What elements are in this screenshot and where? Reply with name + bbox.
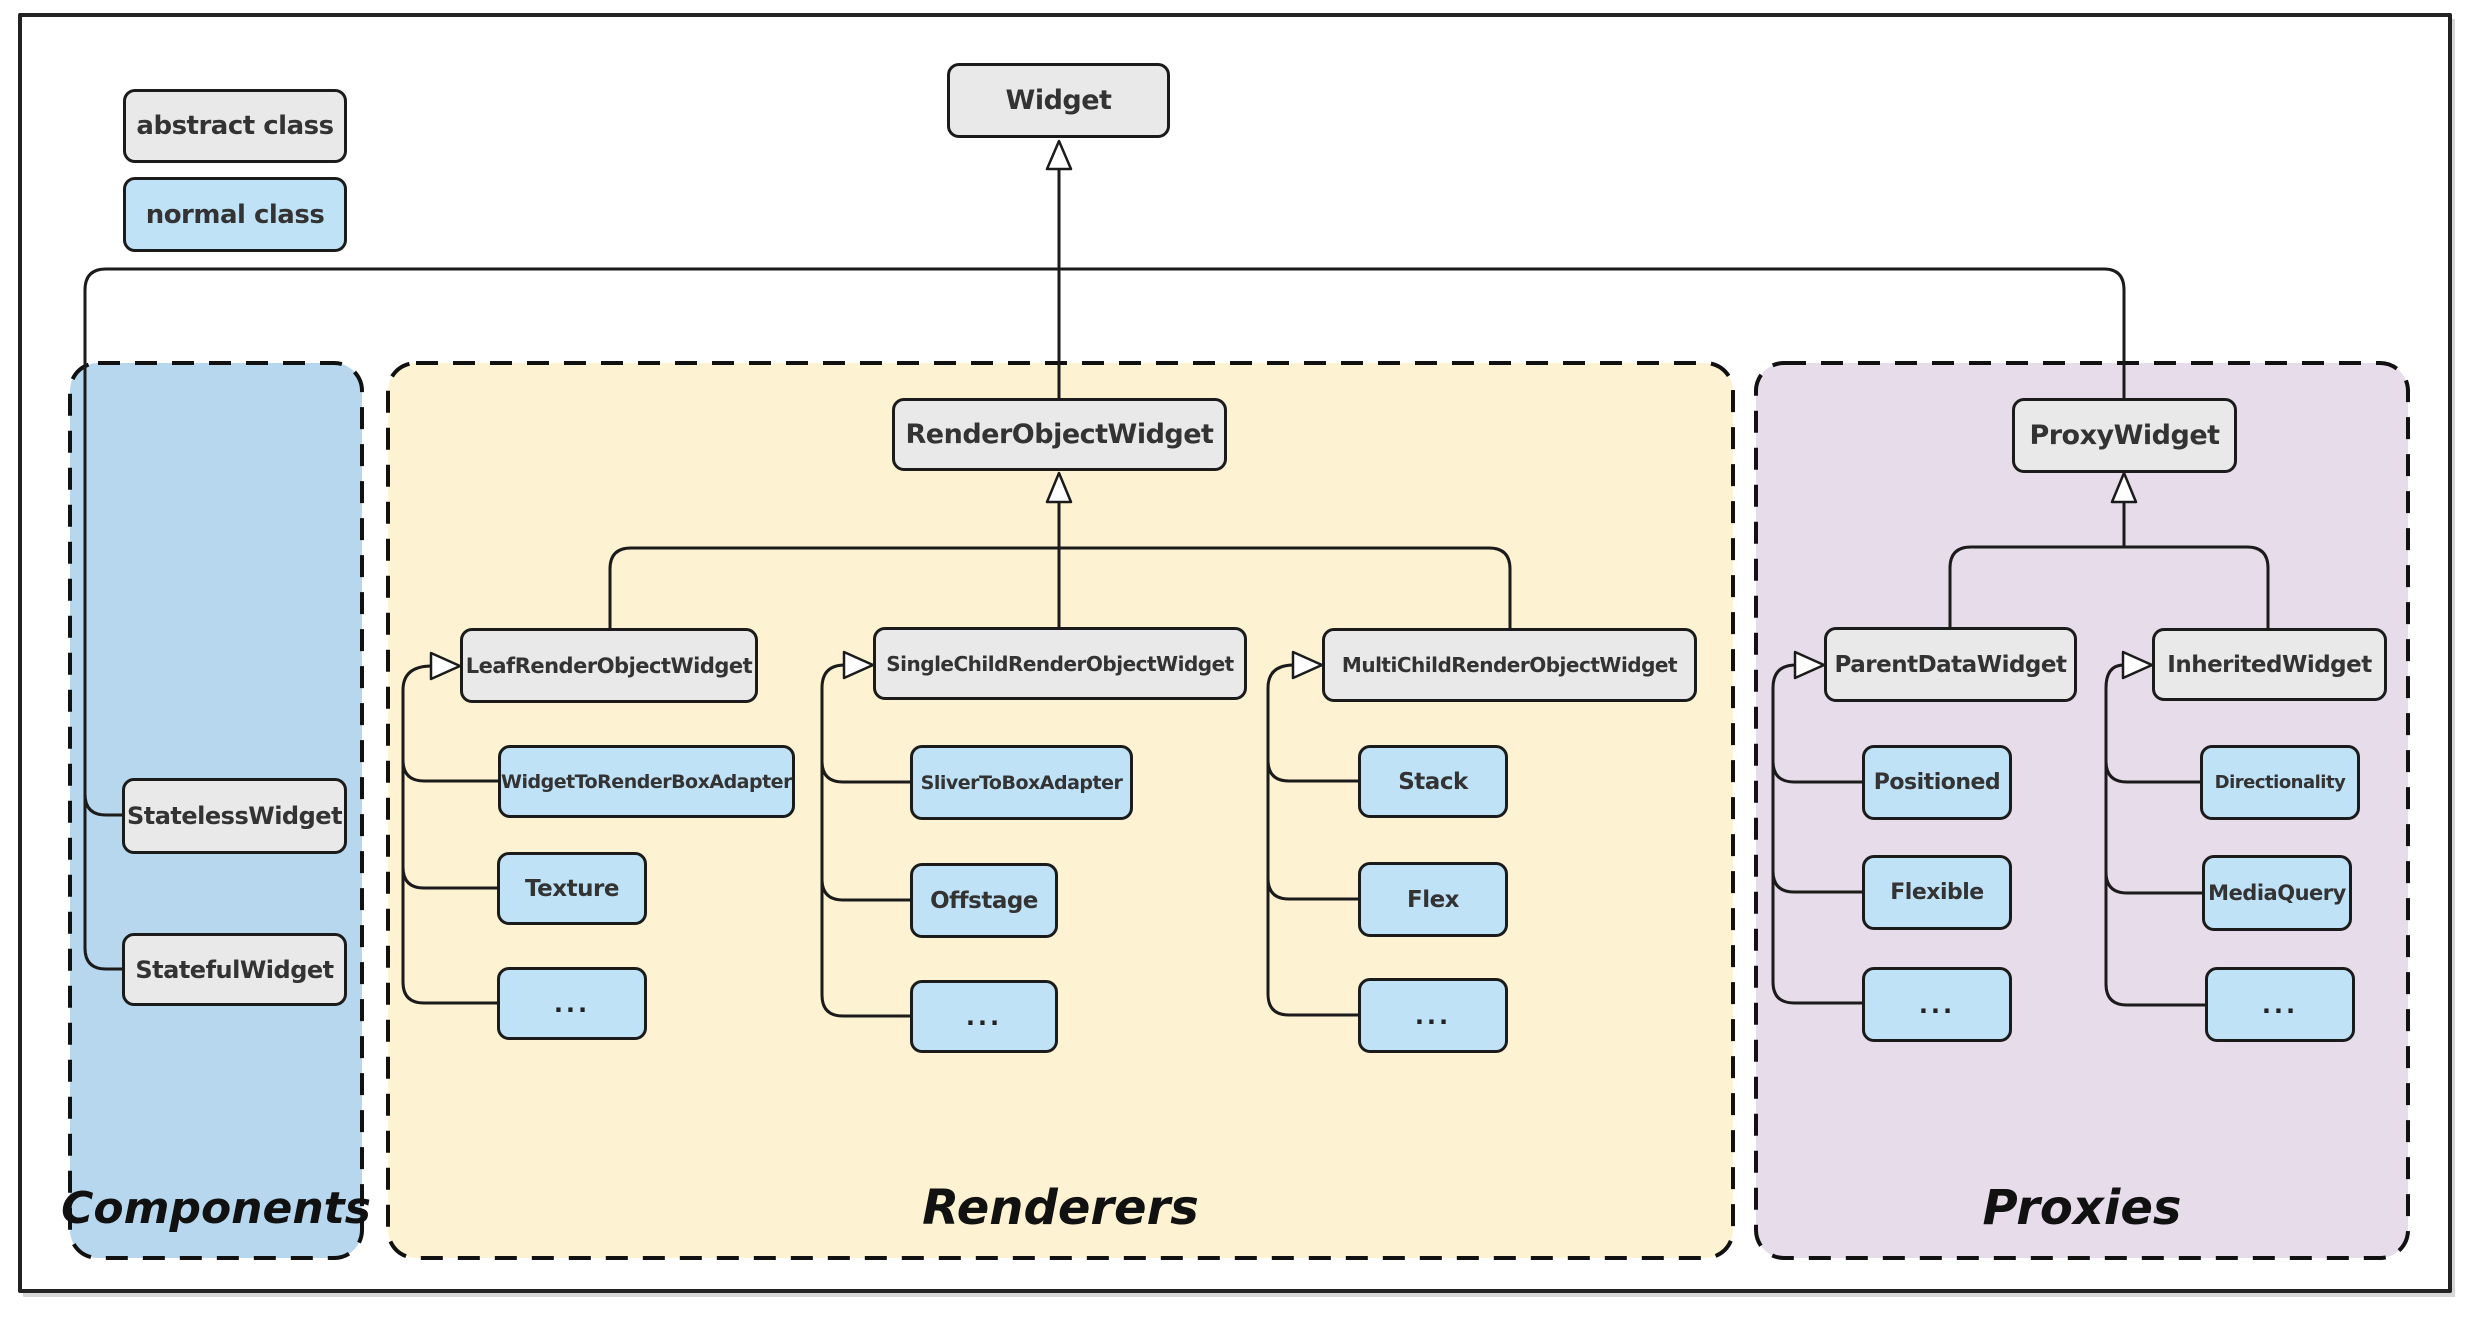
node-leaf-ellipsis: ... bbox=[497, 967, 647, 1040]
node-inheritedwidget: InheritedWidget bbox=[2152, 628, 2387, 701]
node-leafrenderobjectwidget: LeafRenderObjectWidget bbox=[460, 628, 758, 703]
node-proxywidget: ProxyWidget bbox=[2012, 398, 2237, 473]
node-single-ellipsis: ... bbox=[910, 980, 1058, 1053]
legend-normal-class: normal class bbox=[123, 177, 347, 252]
single-child1-line bbox=[820, 759, 912, 784]
node-singlechildrenderobjectwidget: SingleChildRenderObjectWidget bbox=[873, 627, 1247, 700]
leaf-spine-line bbox=[401, 664, 499, 1005]
leaf-child2-line bbox=[401, 865, 499, 890]
parentdata-child2-line bbox=[1771, 869, 1864, 894]
node-flexible: Flexible bbox=[1862, 855, 2012, 930]
node-statefulwidget: StatefulWidget bbox=[122, 933, 347, 1006]
node-multi-ellipsis: ... bbox=[1358, 978, 1508, 1053]
outer-frame bbox=[18, 13, 2452, 1293]
inheritance-arrows bbox=[429, 139, 2154, 681]
stateless-branch-line bbox=[83, 792, 124, 817]
single-spine-line bbox=[820, 663, 912, 1018]
node-slivertoboxadapter: SliverToBoxAdapter bbox=[910, 745, 1133, 820]
arrow-to-parentdatawidget-icon bbox=[1793, 650, 1826, 680]
arrow-to-widget-icon bbox=[1045, 139, 1073, 171]
leaf-child1-line bbox=[401, 758, 500, 783]
renderers-branch-line bbox=[608, 546, 1512, 630]
components-spine-line bbox=[83, 288, 124, 971]
inherited-spine-line bbox=[2104, 663, 2207, 1007]
connectors bbox=[83, 167, 2270, 1018]
parentdata-child1-line bbox=[1771, 759, 1864, 784]
multi-spine-line bbox=[1266, 663, 1360, 1017]
parentdata-spine-line bbox=[1771, 663, 1864, 1005]
node-renderobjectwidget: RenderObjectWidget bbox=[892, 398, 1227, 471]
node-widget: Widget bbox=[947, 63, 1170, 138]
multi-child2-line bbox=[1266, 876, 1360, 901]
node-widgettorenderboxadapter: WidgetToRenderBoxAdapter bbox=[498, 745, 795, 818]
arrow-to-leafrenderobjectwidget-icon bbox=[429, 651, 462, 681]
node-parentdata-ellipsis: ... bbox=[1862, 967, 2012, 1042]
arrow-to-singlechildrenderobjectwidget-icon bbox=[842, 650, 875, 680]
top-branch-line bbox=[83, 267, 2126, 400]
node-mediaquery: MediaQuery bbox=[2202, 855, 2352, 931]
node-positioned: Positioned bbox=[1862, 745, 2012, 820]
node-directionality: Directionality bbox=[2200, 745, 2360, 820]
arrow-to-multichildrenderobjectwidget-icon bbox=[1291, 650, 1324, 680]
single-child2-line bbox=[820, 877, 912, 902]
proxies-section-label: Proxies bbox=[1982, 1180, 2182, 1236]
node-parentdatawidget: ParentDataWidget bbox=[1824, 627, 2077, 702]
node-offstage: Offstage bbox=[910, 863, 1058, 938]
node-multichildrenderobjectwidget: MultiChildRenderObjectWidget bbox=[1322, 628, 1697, 702]
multi-child1-line bbox=[1266, 758, 1360, 783]
renderers-section-label: Renderers bbox=[922, 1180, 1199, 1236]
legend-abstract-class: abstract class bbox=[123, 89, 347, 163]
node-flex: Flex bbox=[1358, 862, 1508, 937]
arrow-to-renderobjectwidget-icon bbox=[1045, 471, 1073, 504]
inherited-child1-line bbox=[2104, 759, 2202, 784]
arrow-to-proxywidget-icon bbox=[2110, 471, 2138, 504]
node-stack: Stack bbox=[1358, 745, 1508, 818]
node-statelesswidget: StatelessWidget bbox=[122, 778, 347, 854]
proxies-branch-line bbox=[1948, 545, 2270, 630]
node-texture: Texture bbox=[497, 852, 647, 925]
arrow-to-inheritedwidget-icon bbox=[2121, 650, 2154, 680]
components-section-label: Components bbox=[61, 1182, 371, 1234]
node-inherited-ellipsis: ... bbox=[2205, 967, 2355, 1042]
inherited-child2-line bbox=[2104, 870, 2204, 895]
